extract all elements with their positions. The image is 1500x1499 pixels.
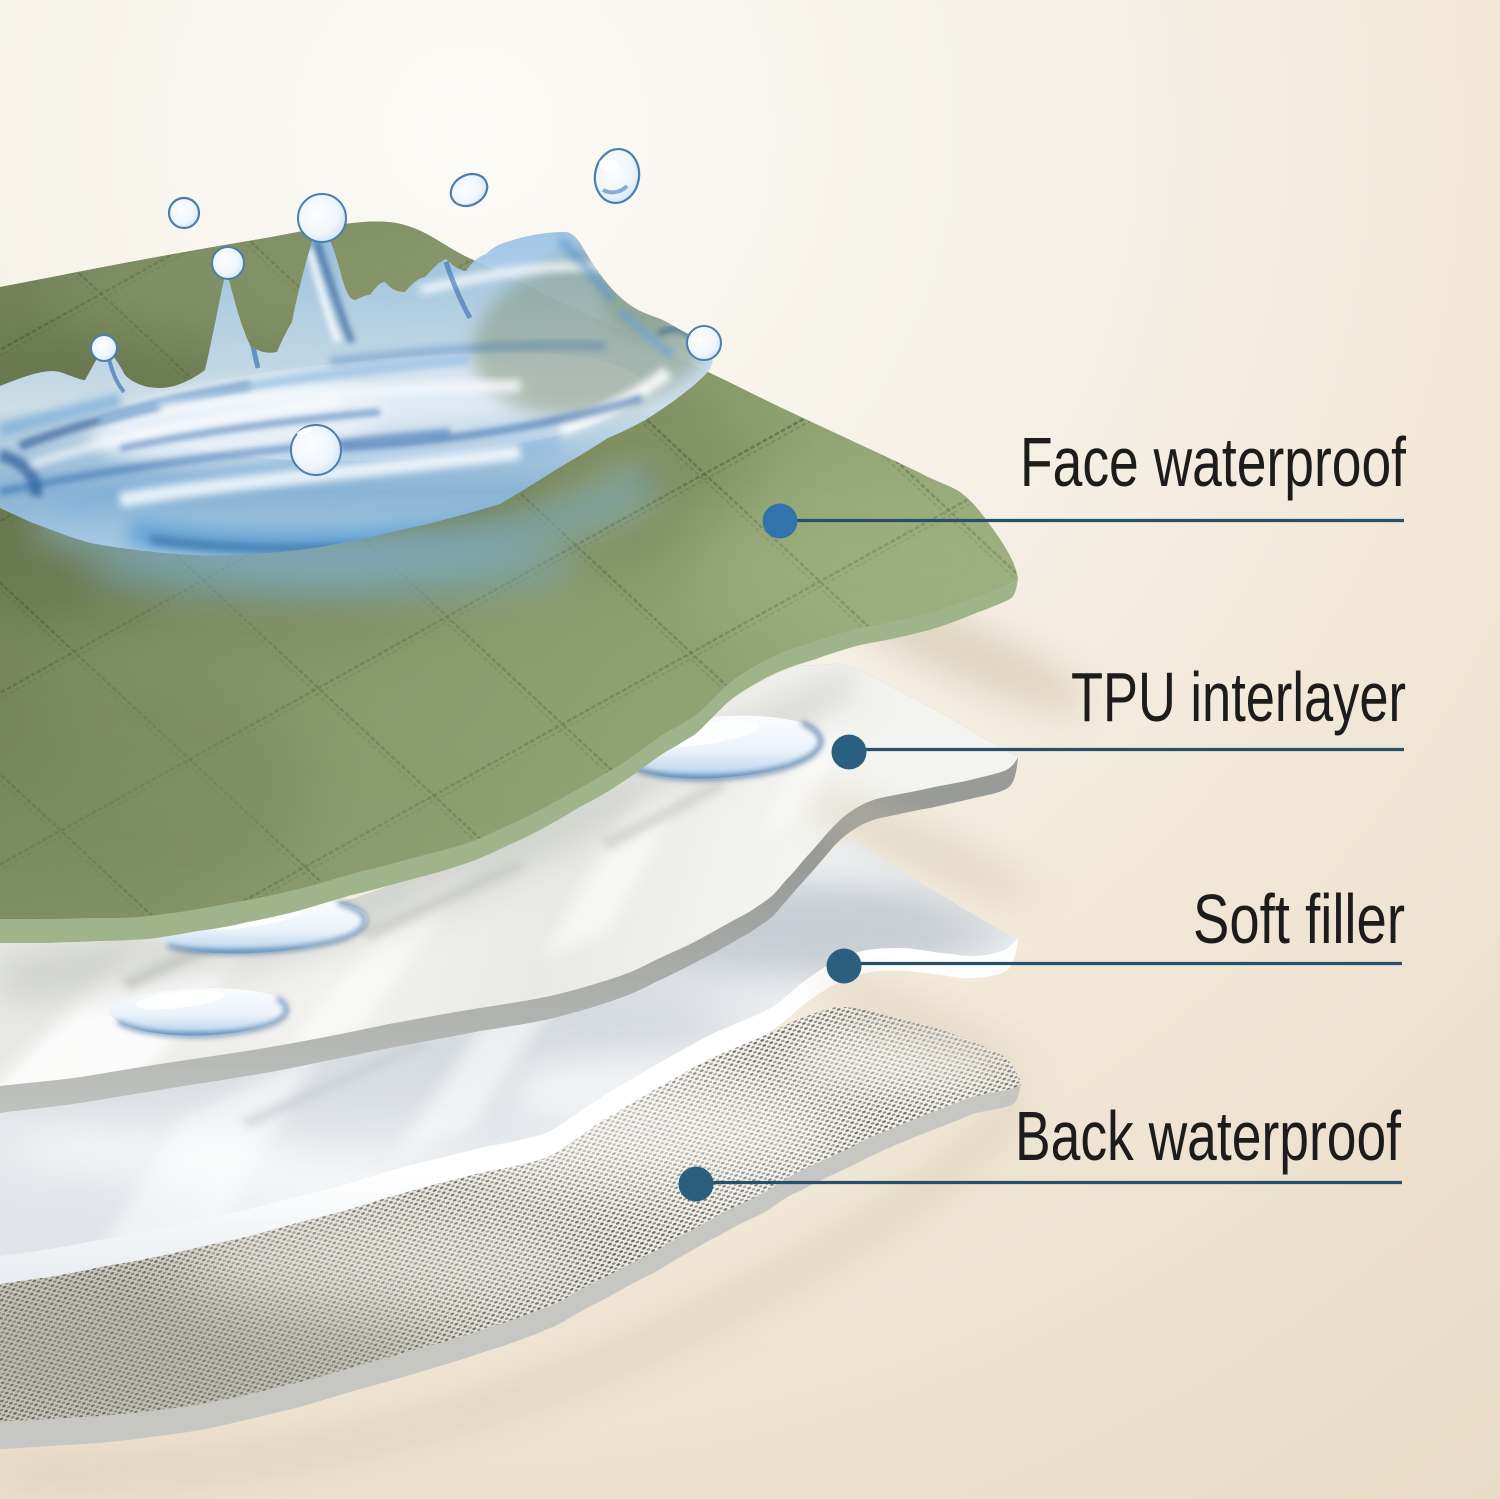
svg-text:Face waterproof: Face waterproof (1020, 423, 1406, 501)
svg-text:Soft filler: Soft filler (1193, 880, 1405, 958)
svg-text:Back waterproof: Back waterproof (1015, 1097, 1401, 1175)
svg-text:TPU interlayer: TPU interlayer (1071, 658, 1406, 736)
